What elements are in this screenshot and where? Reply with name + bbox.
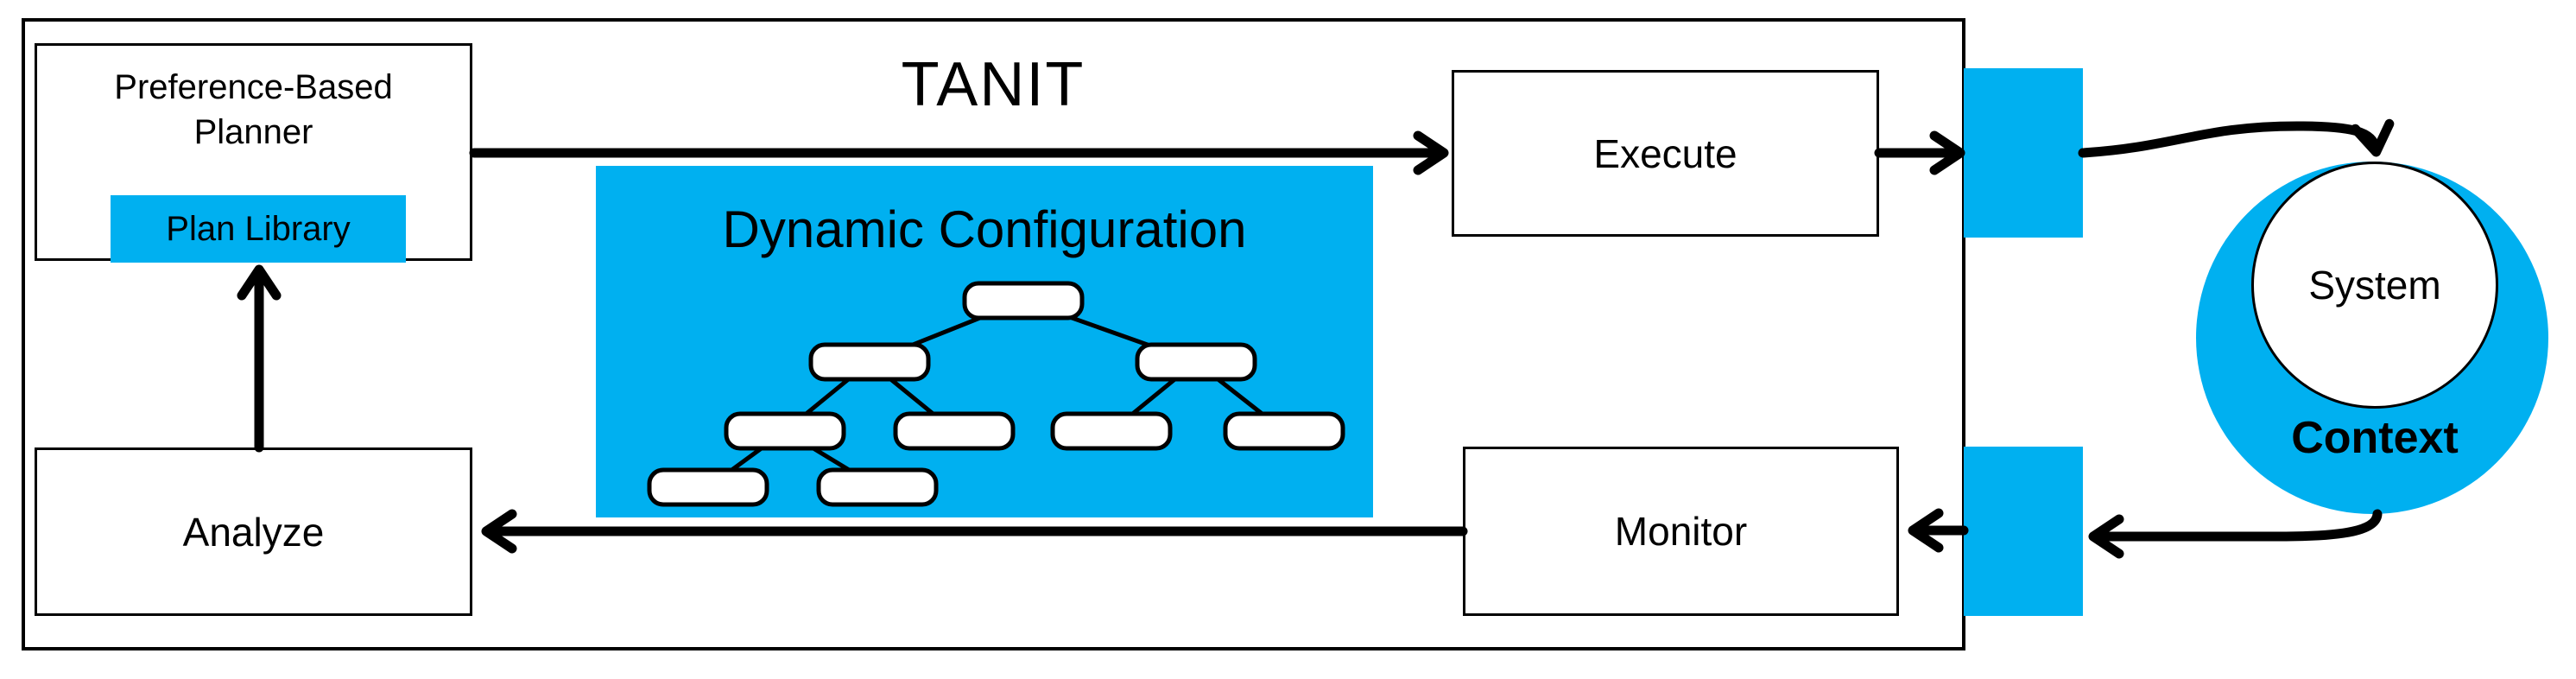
monitor-label: Monitor bbox=[1614, 509, 1748, 554]
execute-box: Execute bbox=[1452, 70, 1879, 237]
execute-label: Execute bbox=[1593, 130, 1737, 176]
preference-based-planner-label: Preference-Based Planner bbox=[114, 68, 393, 151]
context-label: Context bbox=[2291, 413, 2459, 463]
analyze-label: Analyze bbox=[182, 509, 325, 555]
analyze-box: Analyze bbox=[35, 447, 472, 616]
system-label: System bbox=[2308, 263, 2441, 308]
arrow-port-top-to-system bbox=[2078, 118, 2395, 158]
dynamic-configuration-label: Dynamic Configuration bbox=[722, 200, 1247, 258]
arrow-context-to-port-bottom bbox=[2088, 509, 2383, 559]
plan-library-label: Plan Library bbox=[166, 209, 351, 248]
monitor-box: Monitor bbox=[1463, 447, 1899, 616]
plan-library-box: Plan Library bbox=[111, 195, 406, 263]
system-circle bbox=[2251, 162, 2498, 409]
sensing-port bbox=[1964, 447, 2083, 616]
diagram-title: TANIT bbox=[901, 50, 1085, 119]
actuation-port bbox=[1964, 68, 2083, 238]
